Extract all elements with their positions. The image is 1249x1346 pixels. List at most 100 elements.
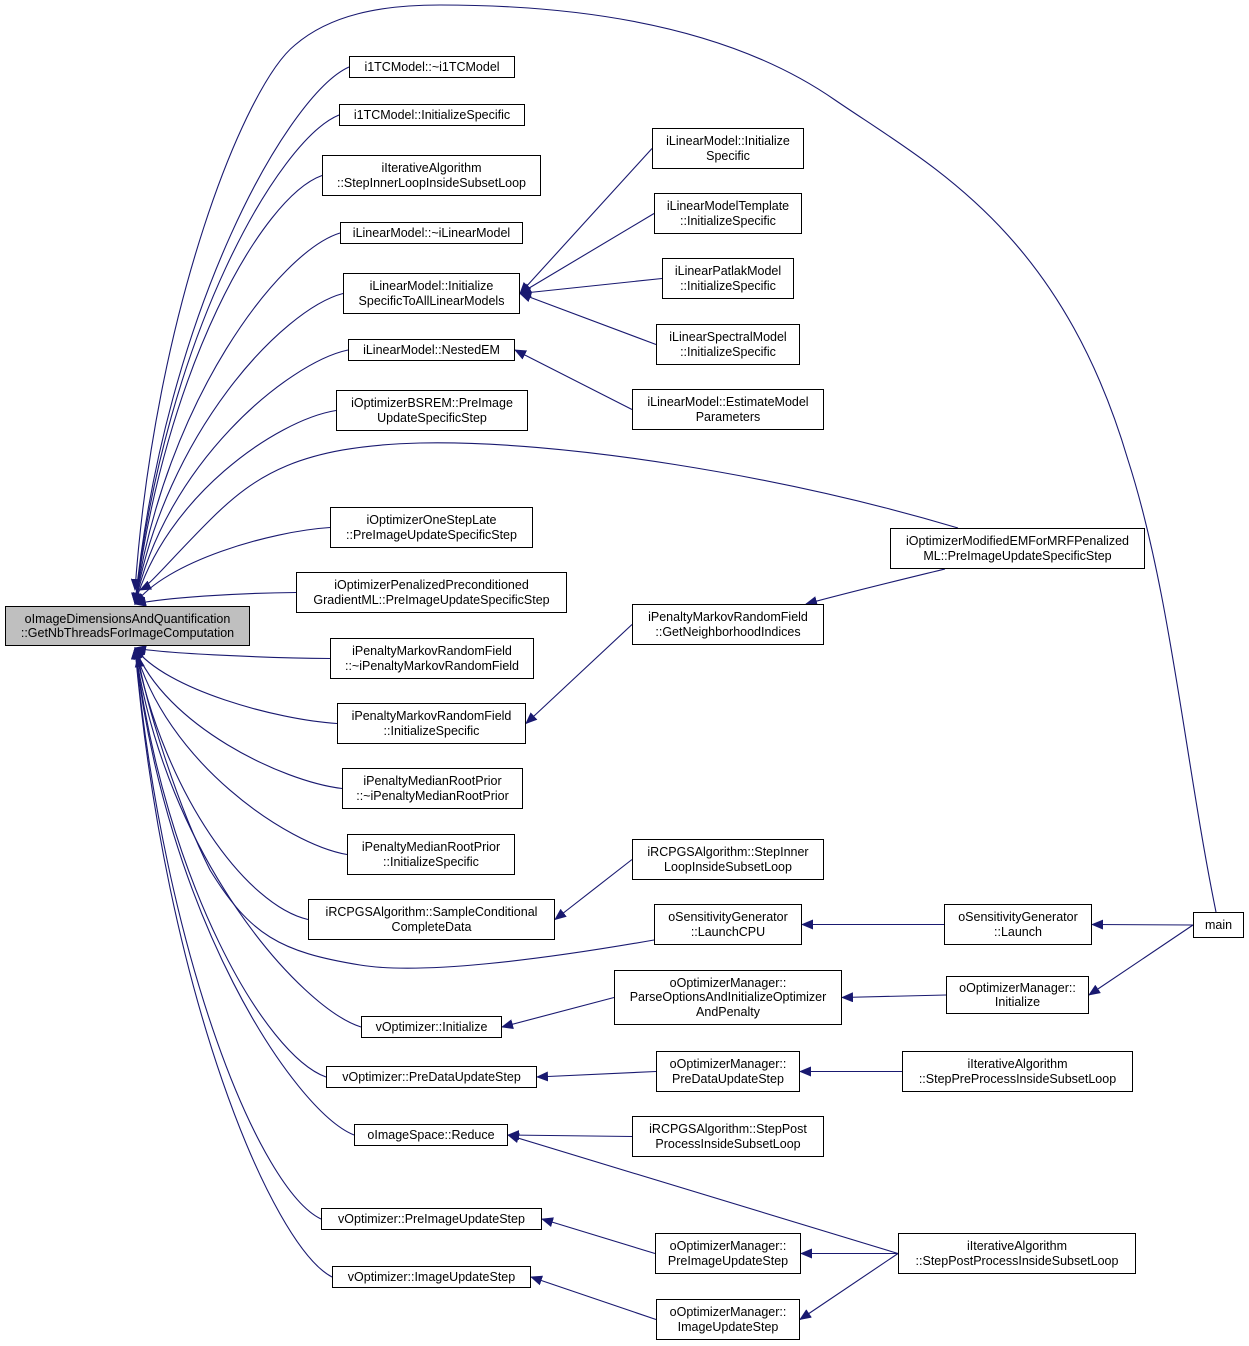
node-label-line: GradientML::PreImageUpdateSpecificStep <box>313 592 550 607</box>
node-i1tcmodel-init[interactable]: i1TCModel::InitializeSpecific <box>339 104 525 126</box>
node-ooptmgr-parse[interactable]: oOptimizerManager::ParseOptionsAndInitia… <box>614 970 842 1025</box>
node-label-line: ::PreImageUpdateSpecificStep <box>346 527 517 542</box>
node-label-line: iLinearModel::EstimateModel <box>647 395 809 409</box>
node-label-line: iLinearModelTemplate <box>666 199 790 213</box>
node-label-line: iLinearSpectralModel <box>669 330 787 344</box>
node-ilinearpatlak-init[interactable]: iLinearPatlakModel::InitializeSpecific <box>662 258 794 299</box>
node-label-line: iOptimizerModifiedEMForMRFPenalized <box>906 534 1129 548</box>
edge-iiter-stepinner-to-focus <box>131 174 323 605</box>
node-label-line: iLinearModel::NestedEM <box>363 342 500 357</box>
node-iiter-steppre[interactable]: iIterativeAlgorithm::StepPreProcessInsid… <box>902 1051 1133 1092</box>
edge-ircpgs-steppost-to-oimage-reduce <box>507 1130 633 1141</box>
node-label-line: iIterativeAlgorithm <box>381 161 482 175</box>
node-ipmrp-init[interactable]: iPenaltyMedianRootPrior::InitializeSpeci… <box>347 834 515 875</box>
node-label-line: iOptimizerPenalizedPreconditioned <box>334 578 529 592</box>
node-label-line: ::GetNeighborhoodIndices <box>655 624 801 639</box>
node-label-line: iPenaltyMarkovRandomField <box>648 610 808 624</box>
node-label-line: oSensitivityGenerator <box>958 910 1078 924</box>
node-ipmrf-init[interactable]: iPenaltyMarkovRandomField::InitializeSpe… <box>337 703 526 744</box>
node-vopt-imageupd[interactable]: vOptimizer::ImageUpdateStep <box>332 1266 531 1288</box>
node-label-line: iRCPGSAlgorithm::StepInner <box>647 845 809 859</box>
node-vopt-predata[interactable]: vOptimizer::PreDataUpdateStep <box>326 1066 537 1088</box>
node-ilinear-nestedem[interactable]: iLinearModel::NestedEM <box>348 339 515 361</box>
node-i1tcmodel-dtor[interactable]: i1TCModel::~i1TCModel <box>349 56 515 78</box>
node-label-line: vOptimizer::ImageUpdateStep <box>347 1269 516 1284</box>
node-label-line: iPenaltyMedianRootPrior <box>363 774 502 788</box>
edge-ipmrp-init-to-focus <box>132 647 348 856</box>
edge-ilinear-dtor-to-focus <box>131 232 341 605</box>
node-label-line: ::Launch <box>994 924 1042 939</box>
node-focus: oImageDimensionsAndQuantification::GetNb… <box>5 606 250 646</box>
node-ooptmgr-imageupd[interactable]: oOptimizerManager::ImageUpdateStep <box>656 1299 800 1340</box>
node-label-line: ::StepPostProcessInsideSubsetLoop <box>915 1253 1119 1268</box>
node-osens-launch[interactable]: oSensitivityGenerator::Launch <box>944 904 1092 945</box>
node-label-line: iLinearPatlakModel <box>674 264 782 278</box>
node-label-line: ParseOptionsAndInitializeOptimizer <box>629 990 827 1005</box>
node-ooptmgr-init[interactable]: oOptimizerManager::Initialize <box>946 976 1089 1014</box>
node-ilinear-dtor[interactable]: iLinearModel::~iLinearModel <box>340 222 523 244</box>
node-vopt-preimage[interactable]: vOptimizer::PreImageUpdateStep <box>321 1208 542 1230</box>
edge-vopt-imageupd-to-focus <box>130 647 333 1278</box>
edge-ipmrf-dtor-to-focus <box>134 645 331 660</box>
node-osens-launchcpu[interactable]: oSensitivityGenerator::LaunchCPU <box>654 904 802 945</box>
node-label-line: ::LaunchCPU <box>690 924 766 939</box>
node-label-line: oOptimizerManager:: <box>669 1305 787 1319</box>
node-label-line: CompleteData <box>391 919 472 934</box>
edge-ioptmem-to-focus <box>139 442 959 591</box>
edge-iiter-steppost-to-ooptmgr-imageupd <box>799 1253 899 1321</box>
node-main[interactable]: main <box>1193 912 1244 938</box>
edge-main-to-focus <box>130 4 1217 913</box>
node-oimage-reduce[interactable]: oImageSpace::Reduce <box>354 1124 508 1146</box>
node-ipmrp-dtor[interactable]: iPenaltyMedianRootPrior::~iPenaltyMedian… <box>342 768 523 809</box>
node-label-line: ::StepInnerLoopInsideSubsetLoop <box>336 175 527 190</box>
edge-ooptmgr-preimage-to-vopt-preimage <box>541 1217 656 1255</box>
node-label-line: vOptimizer::PreImageUpdateStep <box>338 1211 525 1226</box>
edge-ircpgs-sample-to-focus <box>132 647 309 921</box>
node-label-line: ::InitializeSpecific <box>383 854 479 869</box>
node-iiter-steppost[interactable]: iIterativeAlgorithm::StepPostProcessInsi… <box>898 1233 1136 1274</box>
edge-ioptbsrem-to-focus <box>133 409 337 605</box>
node-label-line: ::StepPreProcessInsideSubsetLoop <box>918 1071 1117 1086</box>
node-vopt-init[interactable]: vOptimizer::Initialize <box>361 1016 502 1038</box>
edge-ilinear-nestedem-to-focus <box>132 349 349 605</box>
node-ooptmgr-predata[interactable]: oOptimizerManager::PreDataUpdateStep <box>656 1051 800 1092</box>
node-ioptosl[interactable]: iOptimizerOneStepLate::PreImageUpdateSpe… <box>330 507 533 548</box>
node-label-line: SpecificToAllLinearModels <box>358 293 505 308</box>
node-ooptmgr-preimage[interactable]: oOptimizerManager::PreImageUpdateStep <box>655 1233 801 1274</box>
node-ipmrf-neighbor[interactable]: iPenaltyMarkovRandomField::GetNeighborho… <box>632 604 824 645</box>
node-label-line: oOptimizerManager:: <box>669 1057 787 1071</box>
node-iiter-stepinner[interactable]: iIterativeAlgorithm::StepInnerLoopInside… <box>322 155 541 196</box>
node-label-line: i1TCModel::InitializeSpecific <box>353 107 511 122</box>
node-ilineartpl-init[interactable]: iLinearModelTemplate::InitializeSpecific <box>654 193 802 234</box>
node-label-line: ProcessInsideSubsetLoop <box>655 1136 801 1151</box>
node-label-line: oSensitivityGenerator <box>668 910 788 924</box>
node-ipmrf-dtor[interactable]: iPenaltyMarkovRandomField::~iPenaltyMark… <box>330 638 534 679</box>
edge-vopt-predata-to-focus <box>131 647 327 1078</box>
edge-osens-launchcpu-to-focus <box>134 655 655 969</box>
node-label-line: vOptimizer::Initialize <box>375 1019 488 1034</box>
node-label-line: iIterativeAlgorithm <box>966 1239 1068 1253</box>
node-label-line: Specific <box>706 148 750 163</box>
edge-ipmrp-dtor-to-focus <box>134 647 343 790</box>
node-ilinearspectral-init[interactable]: iLinearSpectralModel::InitializeSpecific <box>656 324 800 365</box>
edge-main-to-ooptmgr-init <box>1088 924 1194 996</box>
node-label-line: Parameters <box>695 409 761 424</box>
edge-ioptmem-to-ipmrf-neighbor <box>805 568 946 606</box>
edge-i1tcmodel-dtor-to-focus <box>131 66 350 605</box>
edge-i1tcmodel-init-to-focus <box>131 114 340 605</box>
node-label-line: vOptimizer::PreDataUpdateStep <box>342 1069 521 1084</box>
node-label-line: iOptimizerBSREM::PreImage <box>351 396 513 410</box>
node-label-line: ::~iPenaltyMedianRootPrior <box>356 788 509 803</box>
node-label-line: PreDataUpdateStep <box>672 1071 784 1086</box>
edge-main-to-osens-launch <box>1091 919 1194 930</box>
